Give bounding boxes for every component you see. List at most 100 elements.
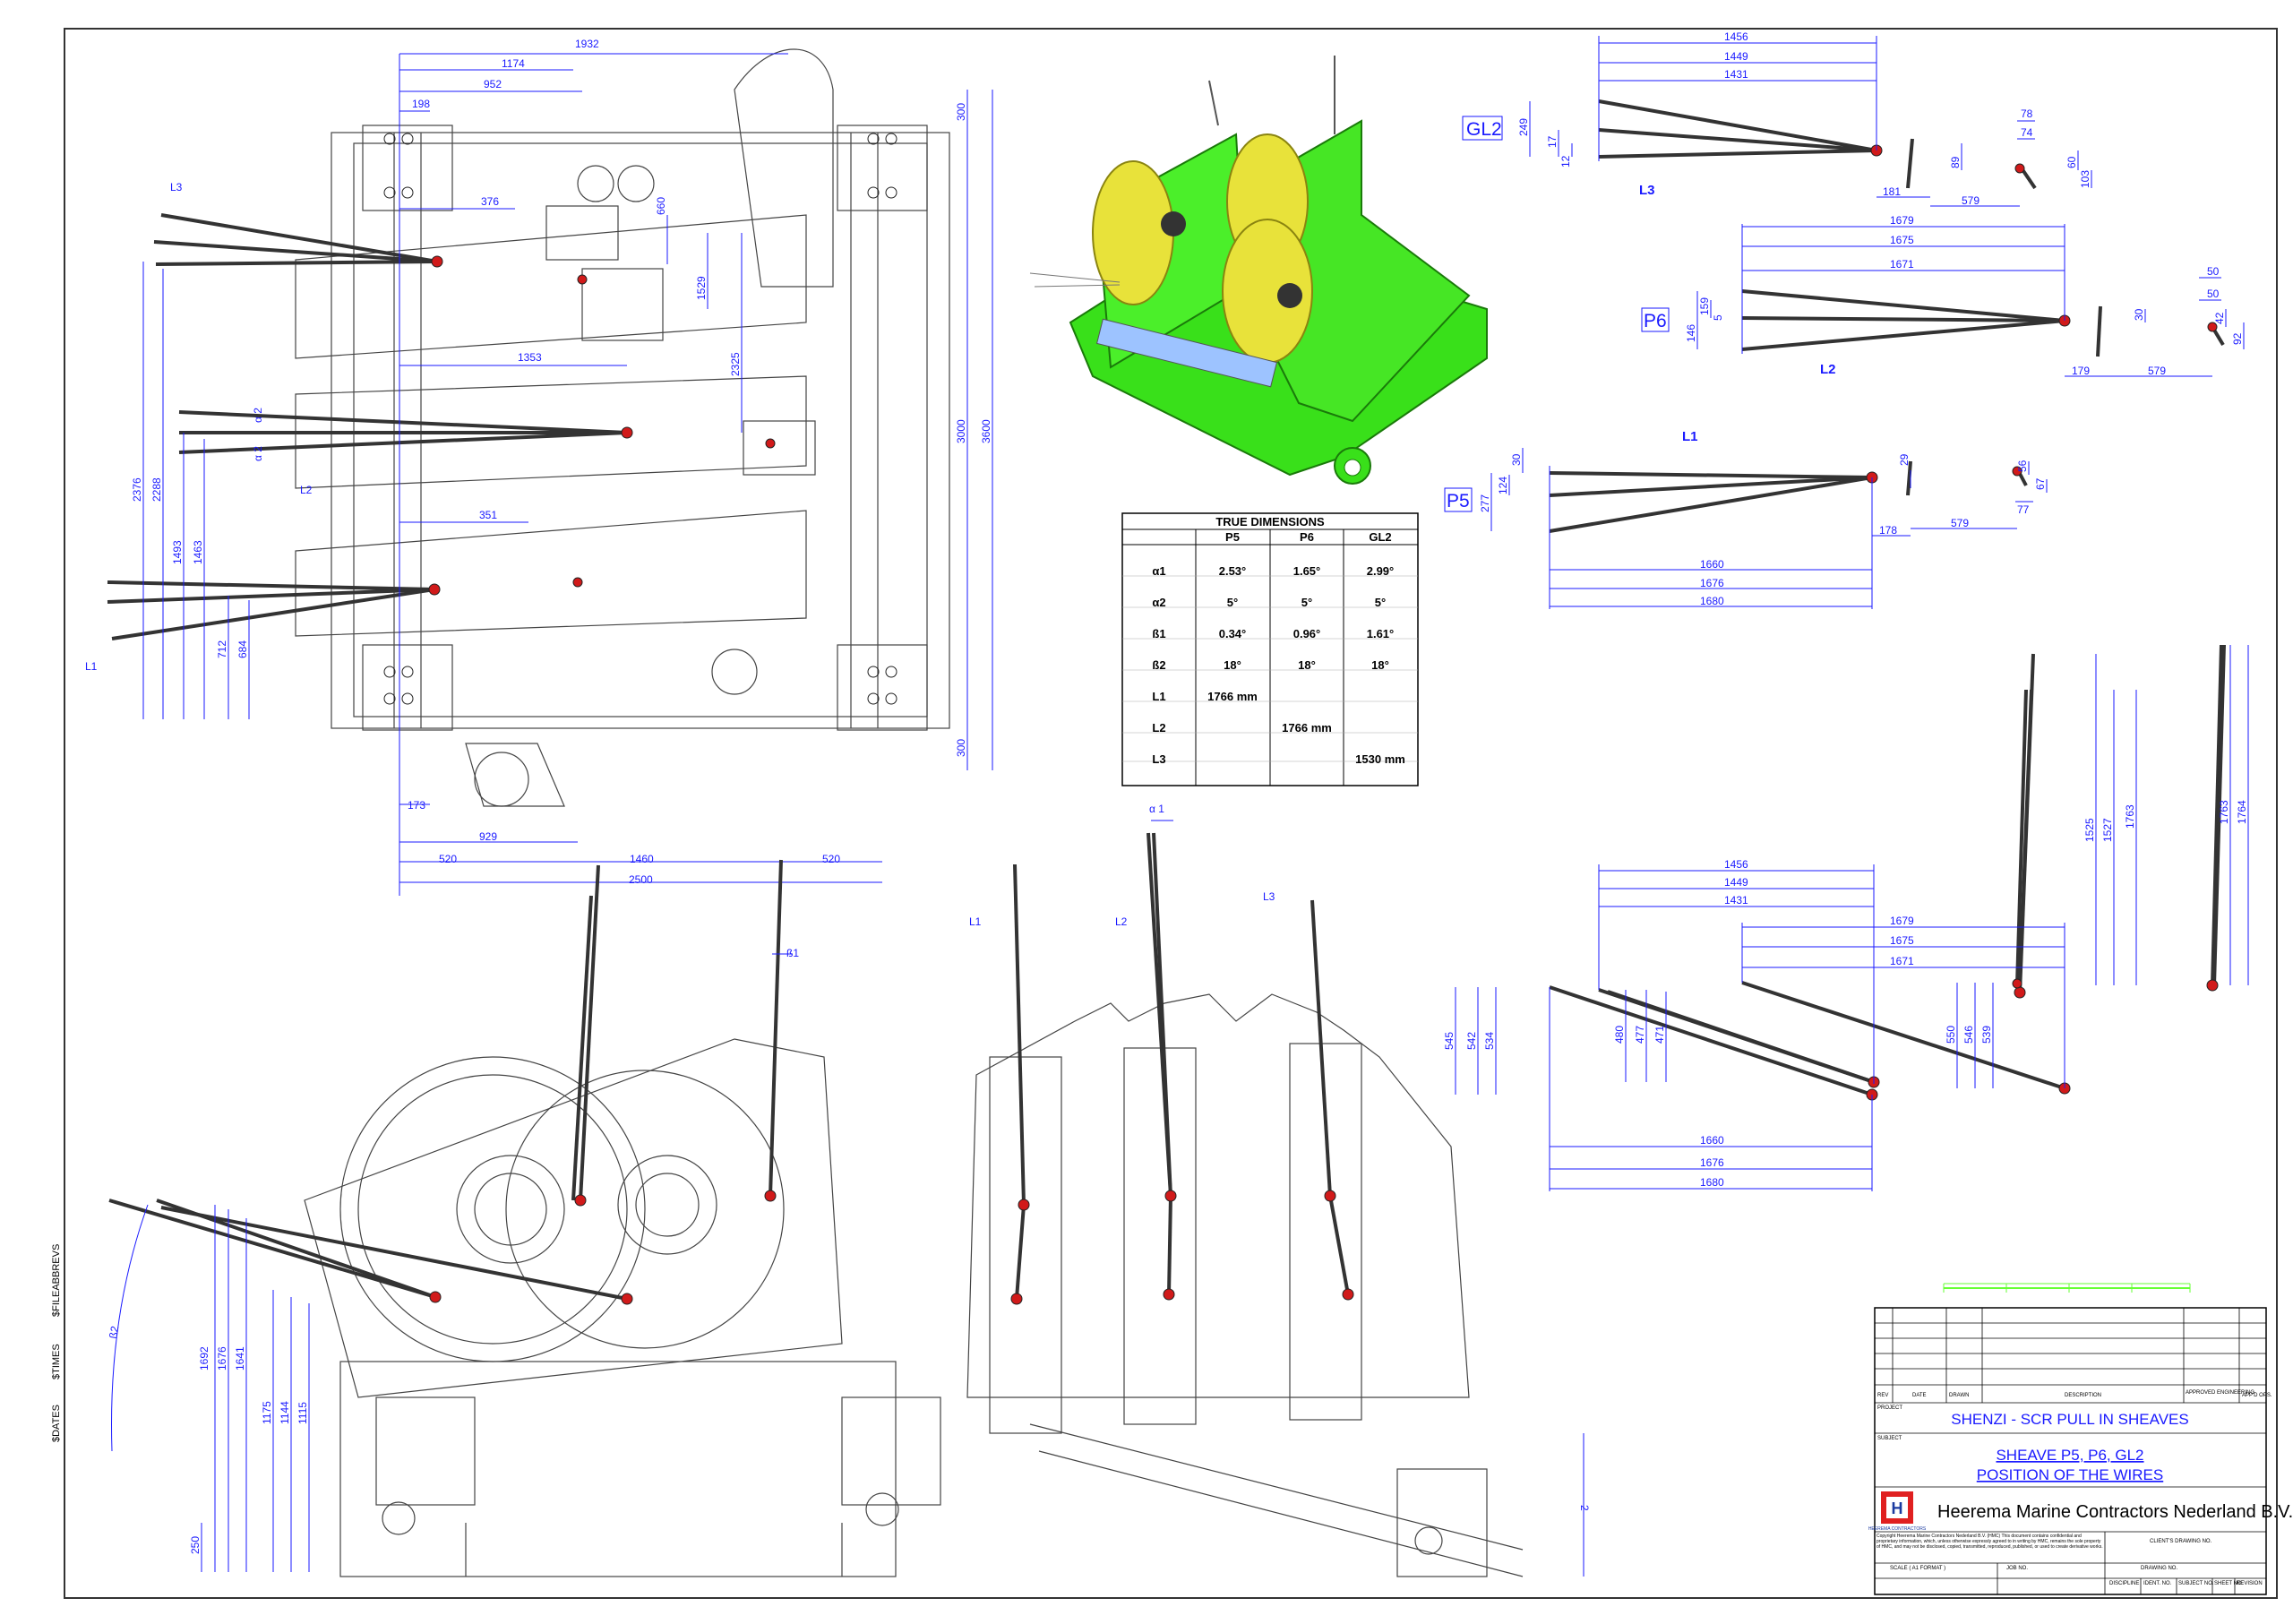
side-dim-1676: 1676 <box>216 1346 228 1371</box>
front-view-angles: α 2 α 2 <box>252 408 264 461</box>
p5-dim-178: 178 <box>1879 524 1897 537</box>
gl2-dim-249: 249 <box>1517 118 1530 136</box>
tb-discipline: DISCIPLINE <box>2109 1581 2139 1586</box>
side-dim-1175: 1175 <box>261 1401 273 1424</box>
p5-dim-124: 124 <box>1497 477 1509 494</box>
angle-alpha2-upper: α 2 <box>252 408 264 423</box>
front-view-dims-top: 1932 1174 952 198 376 660 1529 2325 1353… <box>412 38 742 521</box>
p6-dim-50-b: 50 <box>2207 288 2220 300</box>
dim-520-right: 520 <box>822 853 840 865</box>
gl2-dim-1431: 1431 <box>1724 68 1748 81</box>
tb-drawing-no: DRAWING NO. <box>2141 1566 2177 1571</box>
wire-label-l2: L2 <box>300 484 313 496</box>
elev-dim-1449: 1449 <box>1724 876 1748 889</box>
table-row-l2: L2 1766 mm <box>1152 721 1331 735</box>
front-view: 1932 1174 952 198 376 660 1529 2325 1353… <box>85 38 993 896</box>
gl2-dim-579: 579 <box>1962 194 1980 207</box>
side-view: 1692 1676 1641 1175 1144 1115 250 ß2 ß1 <box>107 859 941 1577</box>
sheave-p6-detail: P6 1679 1675 1671 159 146 5 50 50 <box>1641 214 2245 377</box>
dim-351: 351 <box>479 509 497 521</box>
sheave-point-gl2 <box>431 255 443 268</box>
gl2-wire-label: L3 <box>1639 183 1655 198</box>
front-view-wire-labels: L3 L2 L1 <box>85 181 313 673</box>
tb-rev-header: REV <box>1877 1393 1888 1398</box>
graphic-scale-bar <box>1943 1283 2191 1293</box>
dim-952: 952 <box>484 78 502 90</box>
p5-dim-1680: 1680 <box>1700 595 1724 607</box>
p6-wire-label: L2 <box>1820 362 1836 377</box>
cell-p5: 18° <box>1224 658 1241 672</box>
row-label: L3 <box>1152 752 1165 766</box>
row-label: L1 <box>1152 690 1165 703</box>
side-dim-1641: 1641 <box>234 1346 246 1371</box>
tb-date-header: DATE <box>1912 1393 1927 1398</box>
p6-dim-579: 579 <box>2148 365 2166 377</box>
elev-dim-1527: 1527 <box>2101 818 2114 842</box>
cell-gl2: 5° <box>1375 596 1386 609</box>
elev-dim-1763-a: 1763 <box>2124 804 2136 829</box>
p6-dim-50-a: 50 <box>2207 265 2220 278</box>
tb-sheet-no: SHEET NO. <box>2214 1581 2244 1586</box>
elev-dim-1680: 1680 <box>1700 1176 1724 1189</box>
tb-project-label: PROJECT <box>1877 1405 1902 1411</box>
row-label: ß2 <box>1152 658 1165 672</box>
dim-684: 684 <box>236 640 249 658</box>
sheave-p5-detail: P5 30 124 277 29 56 77 67 178 579 <box>1444 429 2048 609</box>
rear-wire-label-l3: L3 <box>1263 890 1275 903</box>
dim-2376: 2376 <box>131 477 143 502</box>
table-col-p5: P5 <box>1225 530 1240 544</box>
p5-dim-1660: 1660 <box>1700 558 1724 571</box>
p6-dim-1679: 1679 <box>1890 214 1914 227</box>
side-angle-beta2: ß2 <box>107 1325 121 1340</box>
cell-p6: 1766 mm <box>1282 721 1332 735</box>
tb-subject-label: SUBJECT <box>1877 1436 1902 1441</box>
elev-dim-477: 477 <box>1634 1026 1646 1044</box>
elev-dim-1431: 1431 <box>1724 894 1748 907</box>
p5-label: P5 <box>1447 491 1470 511</box>
cell-p6: 1.65° <box>1293 564 1321 578</box>
tb-subject-line1: SHEAVE P5, P6, GL2 <box>1996 1447 2143 1464</box>
dim-right-300-top: 300 <box>955 103 967 121</box>
logo-caption: HEEREMA CONTRACTORS <box>1868 1526 1927 1532</box>
title-block: REV DATE DRAWN DESCRIPTION APPROVED ENGI… <box>1868 1307 2293 1595</box>
cell-p5: 1766 mm <box>1207 690 1258 703</box>
p6-dim-1675: 1675 <box>1890 234 1914 246</box>
table-row-l3: L3 1530 mm <box>1152 752 1404 766</box>
side-times: $TIMES <box>51 1344 62 1379</box>
p5-dim-77: 77 <box>2017 503 2030 516</box>
rear-wire-label-l1: L1 <box>969 915 982 928</box>
p5-dim-29: 29 <box>1898 453 1911 466</box>
cell-gl2: 18° <box>1371 658 1389 672</box>
cell-p6: 18° <box>1298 658 1316 672</box>
side-dim-1115: 1115 <box>296 1402 309 1424</box>
side-dim-1144: 1144 <box>279 1401 291 1424</box>
tb-subject-line2: POSITION OF THE WIRES <box>1977 1466 2163 1483</box>
cell-p5: 2.53° <box>1219 564 1247 578</box>
elevation-detail: 1456 1449 1431 1679 1675 1671 545 542 53… <box>1443 644 2249 1191</box>
dim-1353: 1353 <box>518 351 542 364</box>
side-angle-beta1: ß1 <box>786 947 799 959</box>
p6-label: P6 <box>1644 311 1667 331</box>
tb-drawn-header: DRAWN <box>1949 1393 1969 1398</box>
elev-dim-1679: 1679 <box>1890 915 1914 927</box>
dim-1460: 1460 <box>630 853 654 865</box>
p5-dim-56: 56 <box>2016 460 2029 472</box>
tb-appd-header: APP'D OPS. <box>2242 1393 2272 1398</box>
side-dates: $DATES <box>51 1405 62 1442</box>
table-col-gl2: GL2 <box>1369 530 1391 544</box>
tb-revision: REVISION <box>2237 1581 2263 1586</box>
tb-ident-no: IDENT. NO. <box>2143 1581 2172 1586</box>
gl2-dim-181: 181 <box>1883 185 1901 198</box>
rear-dim-right: 2 <box>1578 1505 1591 1511</box>
p6-dim-146: 146 <box>1685 324 1697 342</box>
side-dim-1692: 1692 <box>198 1346 210 1371</box>
dim-right-300-bottom: 300 <box>955 739 967 757</box>
elev-dim-539: 539 <box>1980 1026 1993 1044</box>
tb-scale-label: SCALE ( A1 FORMAT ) <box>1890 1566 1945 1571</box>
gl2-dim-78: 78 <box>2021 107 2033 120</box>
row-label: α1 <box>1152 564 1165 578</box>
dim-1493: 1493 <box>171 540 184 564</box>
row-label: ß1 <box>1152 627 1165 640</box>
gl2-dim-89: 89 <box>1949 156 1962 168</box>
